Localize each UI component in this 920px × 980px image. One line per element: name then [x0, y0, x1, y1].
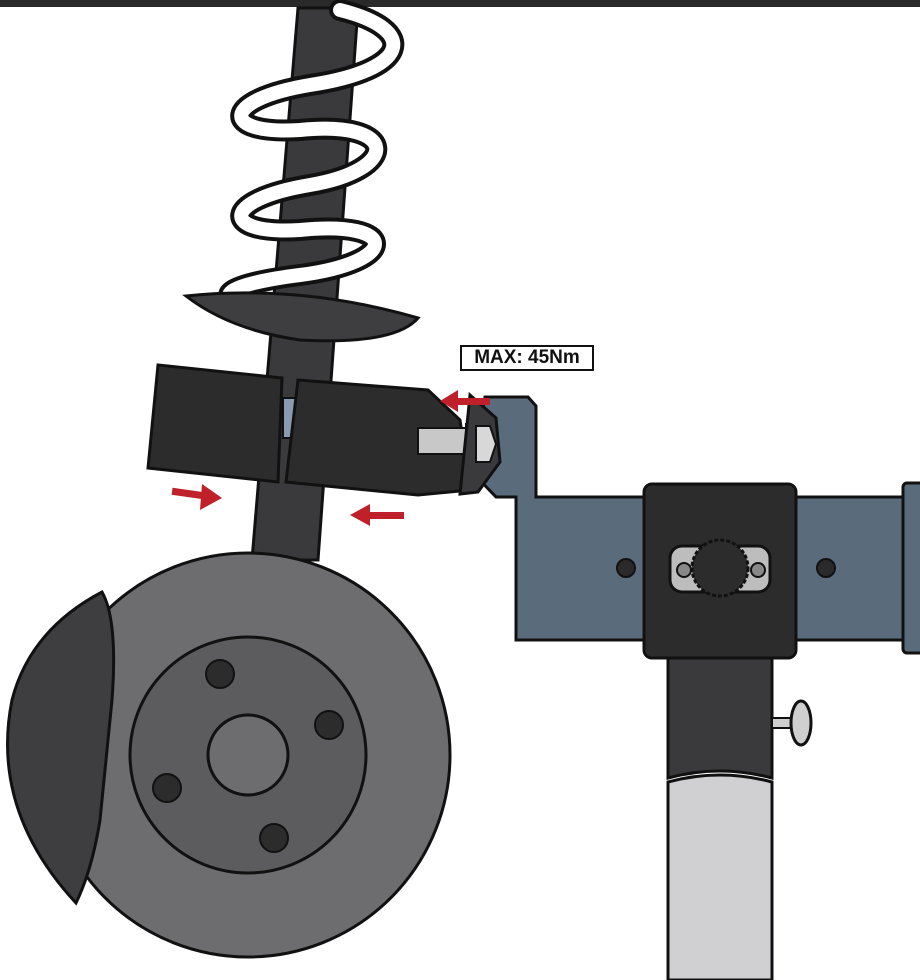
- lug-hole-4: [259, 823, 289, 853]
- stand-pole: [666, 773, 774, 980]
- coil-spring-icon: [218, 0, 405, 311]
- clamp-jaw-left: [146, 363, 302, 484]
- brake-caliper: [6, 589, 116, 906]
- lug-hole-1: [205, 659, 235, 689]
- bracket-hole-left: [616, 558, 636, 578]
- bracket-hole-right: [816, 558, 836, 578]
- clamp-bolt-icon: [417, 391, 502, 496]
- lug-hole-2: [314, 710, 344, 740]
- force-arrow-left: [171, 484, 222, 510]
- brake-disc: [44, 551, 452, 959]
- bracket-collar: [642, 482, 798, 660]
- top-border: [0, 0, 920, 7]
- spring-seat: [182, 291, 421, 343]
- lug-hole-3: [152, 773, 182, 803]
- force-arrow-right: [350, 504, 404, 526]
- torque-label: MAX: 45Nm: [460, 345, 594, 371]
- force-arrow-top: [440, 390, 490, 412]
- adjustment-knob-icon: [690, 538, 750, 598]
- stand-upper-tube: [666, 648, 774, 780]
- locking-pin-icon: [771, 699, 813, 747]
